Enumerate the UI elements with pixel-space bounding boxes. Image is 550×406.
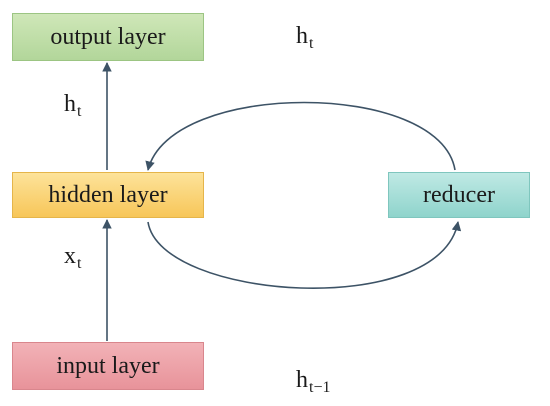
edge-label-xt-base: x [64,243,76,269]
reducer-box: reducer [388,172,530,218]
edge-label-xt: xt [64,244,81,272]
output-layer-label: output layer [50,23,166,50]
edge-label-ht-left-sub: t [77,103,82,120]
reducer-label: reducer [423,181,495,208]
input-layer-box: input layer [12,342,204,390]
edge-label-ht-minus-1: ht−1 [296,368,330,396]
edge-label-ht-left: ht [64,92,81,120]
edge-label-xt-sub: t [77,255,82,272]
hidden-layer-box: hidden layer [12,172,204,218]
edge-label-ht-top: ht [296,24,313,52]
arrow-reducer-to-hidden [145,101,456,171]
arrow-hidden-to-reducer [147,221,462,289]
edge-label-ht-left-base: h [64,91,76,117]
input-layer-label: input layer [56,352,160,379]
edge-label-ht-minus-1-sub: t−1 [309,379,331,396]
edge-label-ht-top-base: h [296,23,308,49]
hidden-layer-label: hidden layer [48,181,168,208]
edge-label-ht-minus-1-base: h [296,367,308,393]
output-layer-box: output layer [12,13,204,61]
edge-label-ht-top-sub: t [309,35,314,52]
